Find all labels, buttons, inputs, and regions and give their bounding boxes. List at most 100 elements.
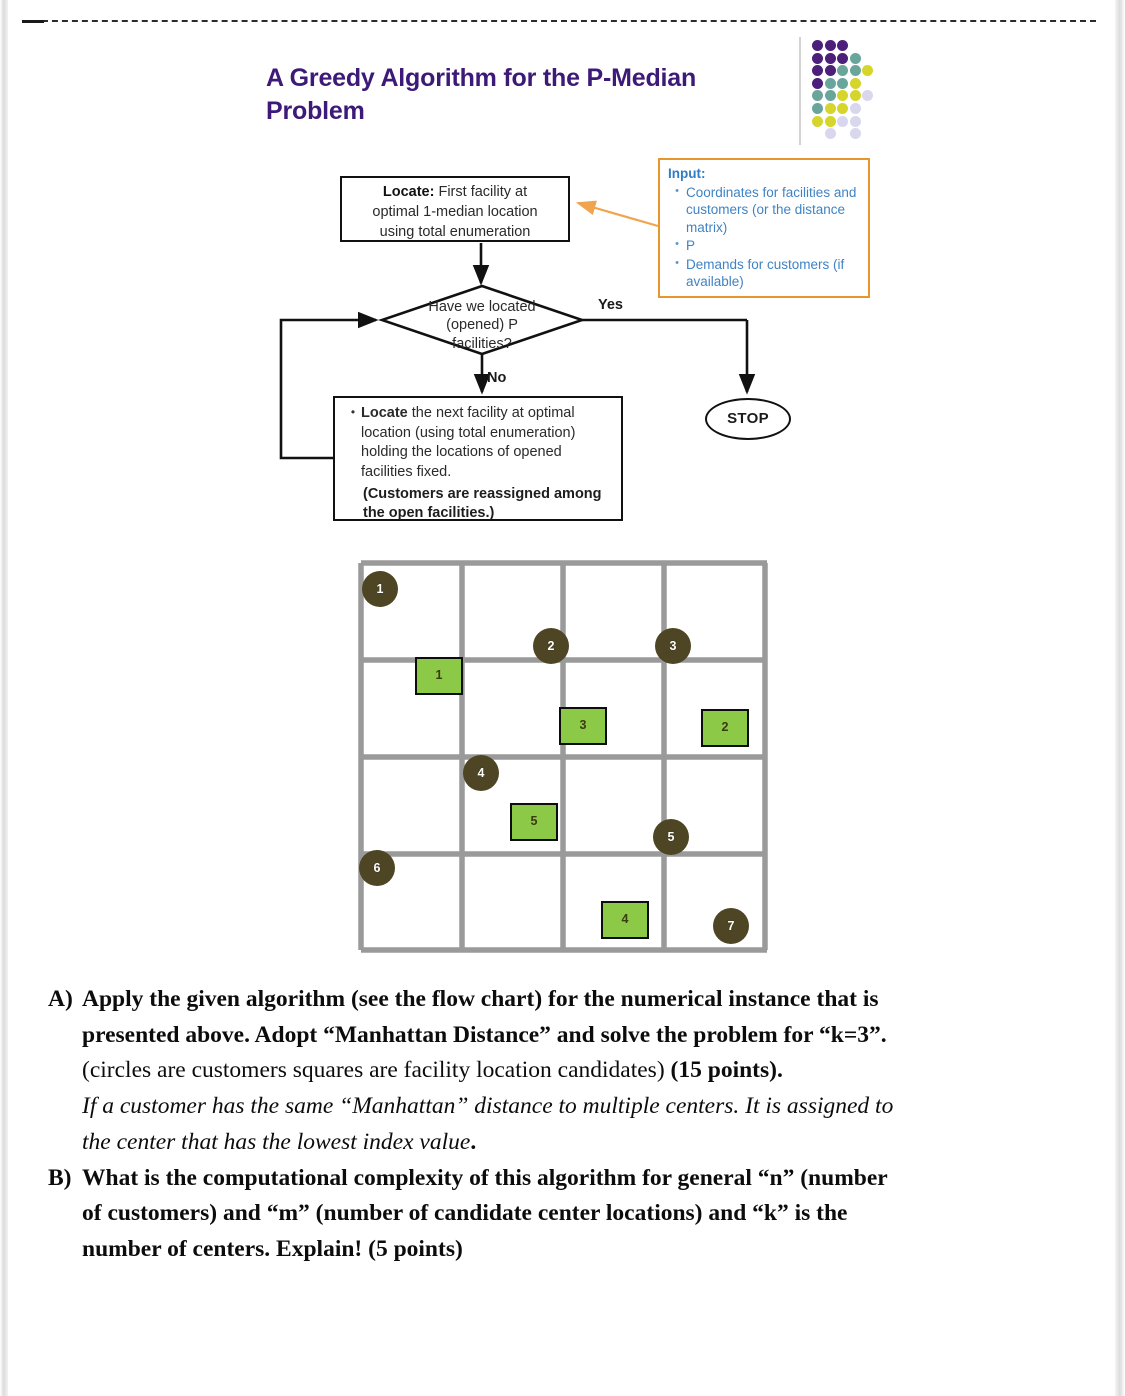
dot-matrix-logo (812, 40, 884, 140)
customer-node-7: 7 (713, 908, 749, 944)
bullet-icon: • (675, 184, 679, 197)
customer-node-6: 6 (359, 850, 395, 886)
logo-dot (862, 90, 874, 102)
input-title: Input: (668, 166, 706, 181)
question-a-line-1: Apply the given algorithm (see the flow … (82, 986, 879, 1012)
logo-dot (824, 40, 836, 51)
question-a-line-4: If a customer has the same “Manhattan” d… (82, 1093, 894, 1120)
locate-line-2: optimal 1-median location (372, 204, 538, 220)
input-item: •P (668, 237, 862, 255)
input-item-text: Demands for customers (if available) (686, 256, 845, 290)
question-mark-a: A) (48, 986, 73, 1012)
decision-line-1: Have we located (428, 299, 536, 315)
input-item-list: • Coordinates for facilities and customer… (668, 184, 862, 291)
logo-dot (812, 52, 823, 64)
question-a-line-2: presented above. Adopt “Manhattan Distan… (82, 1021, 887, 1048)
customer-node-5: 5 (653, 819, 689, 855)
logo-dot (824, 103, 836, 114)
top-solid-rule-cap (22, 20, 44, 23)
logo-dot (824, 52, 836, 64)
flowchart: Locate: First facility at optimal 1-medi… (0, 0, 1125, 560)
customer-node-1: 1 (362, 571, 398, 607)
input-item: • Coordinates for facilities and customer… (668, 184, 862, 237)
logo-dot (824, 115, 836, 127)
question-a-line-5-italic: the center that has the lowest index val… (82, 1128, 471, 1155)
next-rest: the next facility at optimal location (u… (361, 405, 576, 481)
next-box-note: (Customers are reassigned among the open… (363, 485, 602, 522)
question-b-line-1: What is the computational complexity of … (82, 1164, 888, 1191)
flow-box-locate-first: Locate: First facility at optimal 1-medi… (340, 176, 570, 242)
logo-dot (812, 65, 823, 77)
logo-dot (849, 103, 861, 114)
logo-dot (824, 90, 836, 102)
logo-dot (824, 77, 836, 89)
logo-dot (849, 77, 861, 89)
question-body-b: What is the computational complexity of … (82, 1161, 1094, 1268)
customer-node-3: 3 (655, 628, 691, 664)
facility-node-4: 4 (601, 901, 649, 939)
input-item-text: P (686, 238, 696, 254)
input-item: • Demands for customers (if available) (668, 256, 862, 291)
question-item-b: B) What is the computational complexity … (48, 1161, 1094, 1268)
bullet-icon: • (675, 256, 679, 269)
logo-dot (849, 90, 861, 102)
instance-grid-diagram: 1 2 3 4 5 6 7 1 2 3 4 5 (355, 557, 770, 957)
logo-dot (837, 52, 849, 64)
input-item-text: Coordinates for facilities and customers… (686, 184, 857, 235)
logo-dot (837, 115, 849, 127)
customer-node-2: 2 (533, 628, 569, 664)
logo-dot (812, 90, 823, 102)
top-dashed-rule (22, 20, 1096, 22)
question-mark-b: B) (48, 1164, 72, 1191)
customer-node-4: 4 (463, 755, 499, 791)
question-b-line-2: of customers) and “m” (number of candida… (82, 1200, 848, 1227)
decision-line-3: facilities? (452, 335, 512, 352)
next-bold-lead: Locate (361, 405, 408, 421)
question-a-line-5: the center that has the lowest index val… (82, 1125, 1094, 1161)
logo-dot (862, 65, 874, 77)
logo-dot (849, 128, 861, 140)
page-title: A Greedy Algorithm for the P-Median Prob… (266, 64, 697, 125)
logo-dot (812, 103, 823, 114)
logo-dot (812, 40, 823, 51)
flowchart-connectors (279, 200, 756, 460)
question-body-a: Apply the given algorithm (see the flow … (82, 982, 1094, 1161)
next-box-text: Locate the next facility at optimal loca… (361, 404, 613, 483)
flow-decision-text: Have we located (opened) P facilities? (397, 298, 567, 353)
locate-bold-lead: Locate: (382, 184, 435, 200)
flow-terminator-stop: STOP (705, 398, 791, 440)
flow-label-no: No (487, 370, 507, 386)
logo-dot (824, 65, 836, 77)
question-text-block: A) Apply the given algorithm (see the fl… (48, 982, 1094, 1268)
logo-dot (849, 65, 861, 77)
next-box-bullet-row: • Locate the next facility at optimal lo… (345, 404, 613, 483)
logo-dot (812, 115, 823, 127)
page-left-edge (0, 0, 8, 1396)
bullet-icon: • (350, 405, 356, 419)
logo-dot (824, 128, 836, 140)
facility-node-2: 2 (701, 709, 749, 747)
bullet-icon: • (675, 238, 679, 251)
logo-dot (812, 77, 823, 89)
question-a-line-3: (circles are customers squares are facil… (82, 1053, 1094, 1089)
decision-line-2: (opened) P (446, 317, 518, 334)
question-a-line-5-period: . (470, 1128, 477, 1155)
logo-dot (837, 90, 849, 102)
question-item-a: A) Apply the given algorithm (see the fl… (48, 982, 1094, 1161)
grid-lines (358, 560, 768, 953)
logo-dot (849, 52, 861, 64)
locate-line-1: Locate: First facility at (342, 182, 568, 202)
flow-label-yes: Yes (598, 297, 623, 313)
question-b-line-3: number of centers. Explain! (5 points) (82, 1236, 463, 1263)
facility-node-3: 3 (559, 707, 607, 745)
input-callout-box: Input: • Coordinates for facilities and c… (658, 158, 870, 298)
logo-dot (837, 103, 849, 114)
logo-divider-rule (799, 37, 801, 145)
logo-dot (849, 115, 861, 127)
facility-node-1: 1 (415, 657, 463, 695)
logo-dot (837, 40, 849, 51)
logo-dot (837, 65, 849, 77)
flow-box-locate-next: • Locate the next facility at optimal lo… (333, 396, 623, 521)
question-a-line-3-normal: (circles are customers squares are facil… (82, 1057, 671, 1084)
